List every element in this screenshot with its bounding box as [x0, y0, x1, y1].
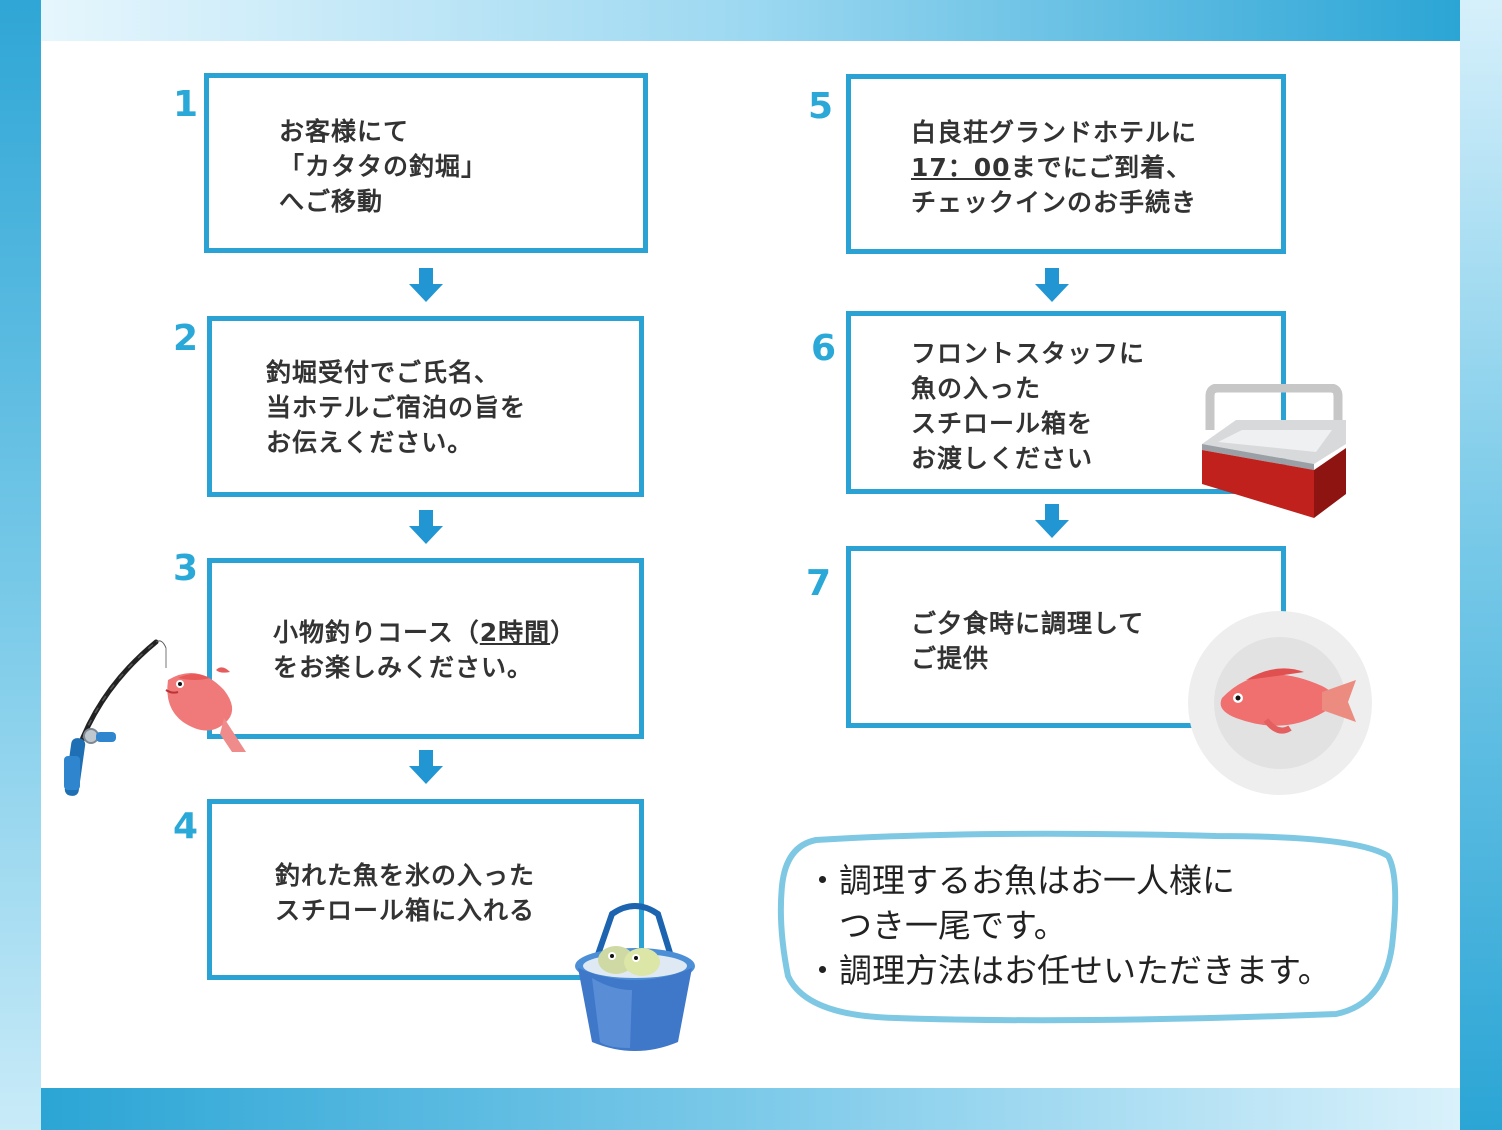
step-4-line-2: スチロール箱に入れる — [275, 896, 536, 925]
arrow-down-icon — [409, 268, 443, 302]
step-1-line-2: 「カタタの釣堀」 — [279, 152, 488, 181]
frame-right-border — [1460, 0, 1502, 1130]
step-2-line-3: お伝えください。 — [266, 428, 474, 457]
step-3-box: 小物釣りコース（2時間） をお楽しみください。 — [207, 558, 644, 739]
note-line-3: ・調理方法はお任せいただきます。 — [806, 951, 1331, 990]
step-4-text: 釣れた魚を氷の入ったスチロール箱に入れる — [275, 858, 535, 928]
arrow-down-icon — [409, 510, 443, 544]
step-6-line-2: 魚の入った — [911, 374, 1042, 403]
step-2-line-1: 釣堀受付でご氏名、 — [266, 358, 501, 387]
step-6-line-1: フロントスタッフに — [911, 339, 1146, 368]
step-7-line-2: ご提供 — [911, 644, 990, 673]
step-2-text: 釣堀受付でご氏名、当ホテルご宿泊の旨をお伝えください。 — [266, 355, 526, 460]
step-5-box: 白良荘グランドホテルに 17：00までにご到着、チェックインのお手続き — [846, 74, 1286, 254]
step-3-number: 3 — [173, 548, 199, 589]
note-bubble-outline — [777, 830, 1399, 1024]
step-5-line-1: 白良荘グランドホテルに — [911, 118, 1198, 147]
step-7-number: 7 — [806, 563, 832, 604]
arrow-down-icon — [1035, 268, 1069, 302]
step-2-number: 2 — [173, 318, 199, 359]
cooler-box-icon — [1202, 384, 1346, 518]
step-6-line-4: お渡しください — [911, 444, 1094, 473]
note-text: ・調理するお魚はお一人様に つき一尾です。 ・調理方法はお任せいただきます。 — [806, 858, 1331, 993]
step-5-text: 白良荘グランドホテルに 17：00までにご到着、チェックインのお手続き — [911, 115, 1197, 220]
step-6-number: 6 — [811, 328, 837, 369]
step-3-duration: 2時間 — [479, 618, 551, 647]
frame-top-border — [41, 0, 1460, 41]
step-3-text: 小物釣りコース（2時間） をお楽しみください。 — [273, 615, 576, 685]
arrow-down-icon — [1035, 504, 1069, 538]
step-1-text: お客様にて「カタタの釣堀」へご移動 — [279, 114, 487, 219]
step-4-line-1: 釣れた魚を氷の入った — [275, 861, 536, 890]
frame-bottom-border — [41, 1088, 1460, 1130]
note-line-2: つき一尾です。 — [806, 906, 1067, 945]
step-7-line-1: ご夕食時に調理して — [911, 609, 1145, 638]
step-5-line-2-suffix: までにご到着、 — [1010, 153, 1193, 182]
fish-plate-icon — [1188, 611, 1372, 795]
fish-bucket-icon — [575, 903, 695, 1051]
step-1-box: お客様にて「カタタの釣堀」へご移動 — [204, 73, 648, 253]
step-3-line-2: をお楽しみください。 — [273, 653, 534, 682]
step-3-line-1-suffix: ） — [550, 618, 577, 647]
step-2-box: 釣堀受付でご氏名、当ホテルご宿泊の旨をお伝えください。 — [207, 316, 644, 497]
step-4-box: 釣れた魚を氷の入ったスチロール箱に入れる — [207, 799, 644, 980]
step-6-text: フロントスタッフに魚の入ったスチロール箱をお渡しください — [911, 336, 1145, 476]
step-6-line-3: スチロール箱を — [911, 409, 1094, 438]
frame-left-border — [0, 0, 41, 1130]
step-5-number: 5 — [808, 86, 834, 127]
red-sea-bream-icon — [165, 667, 246, 752]
step-1-number: 1 — [173, 84, 199, 125]
step-1-line-1: お客様にて — [279, 117, 410, 146]
step-7-text: ご夕食時に調理してご提供 — [911, 606, 1144, 676]
step-5-line-3: チェックインのお手続き — [911, 188, 1198, 217]
note-line-1: ・調理するお魚はお一人様に — [806, 861, 1235, 900]
step-5-deadline-time: 17：00 — [911, 153, 1011, 182]
step-2-line-2: 当ホテルご宿泊の旨を — [266, 393, 527, 422]
arrow-down-icon — [409, 750, 443, 784]
step-4-number: 4 — [173, 806, 199, 847]
step-1-line-3: へご移動 — [279, 187, 384, 216]
step-3-line-1-prefix: 小物釣りコース（ — [273, 618, 480, 647]
fishing-rod-icon — [64, 639, 167, 796]
